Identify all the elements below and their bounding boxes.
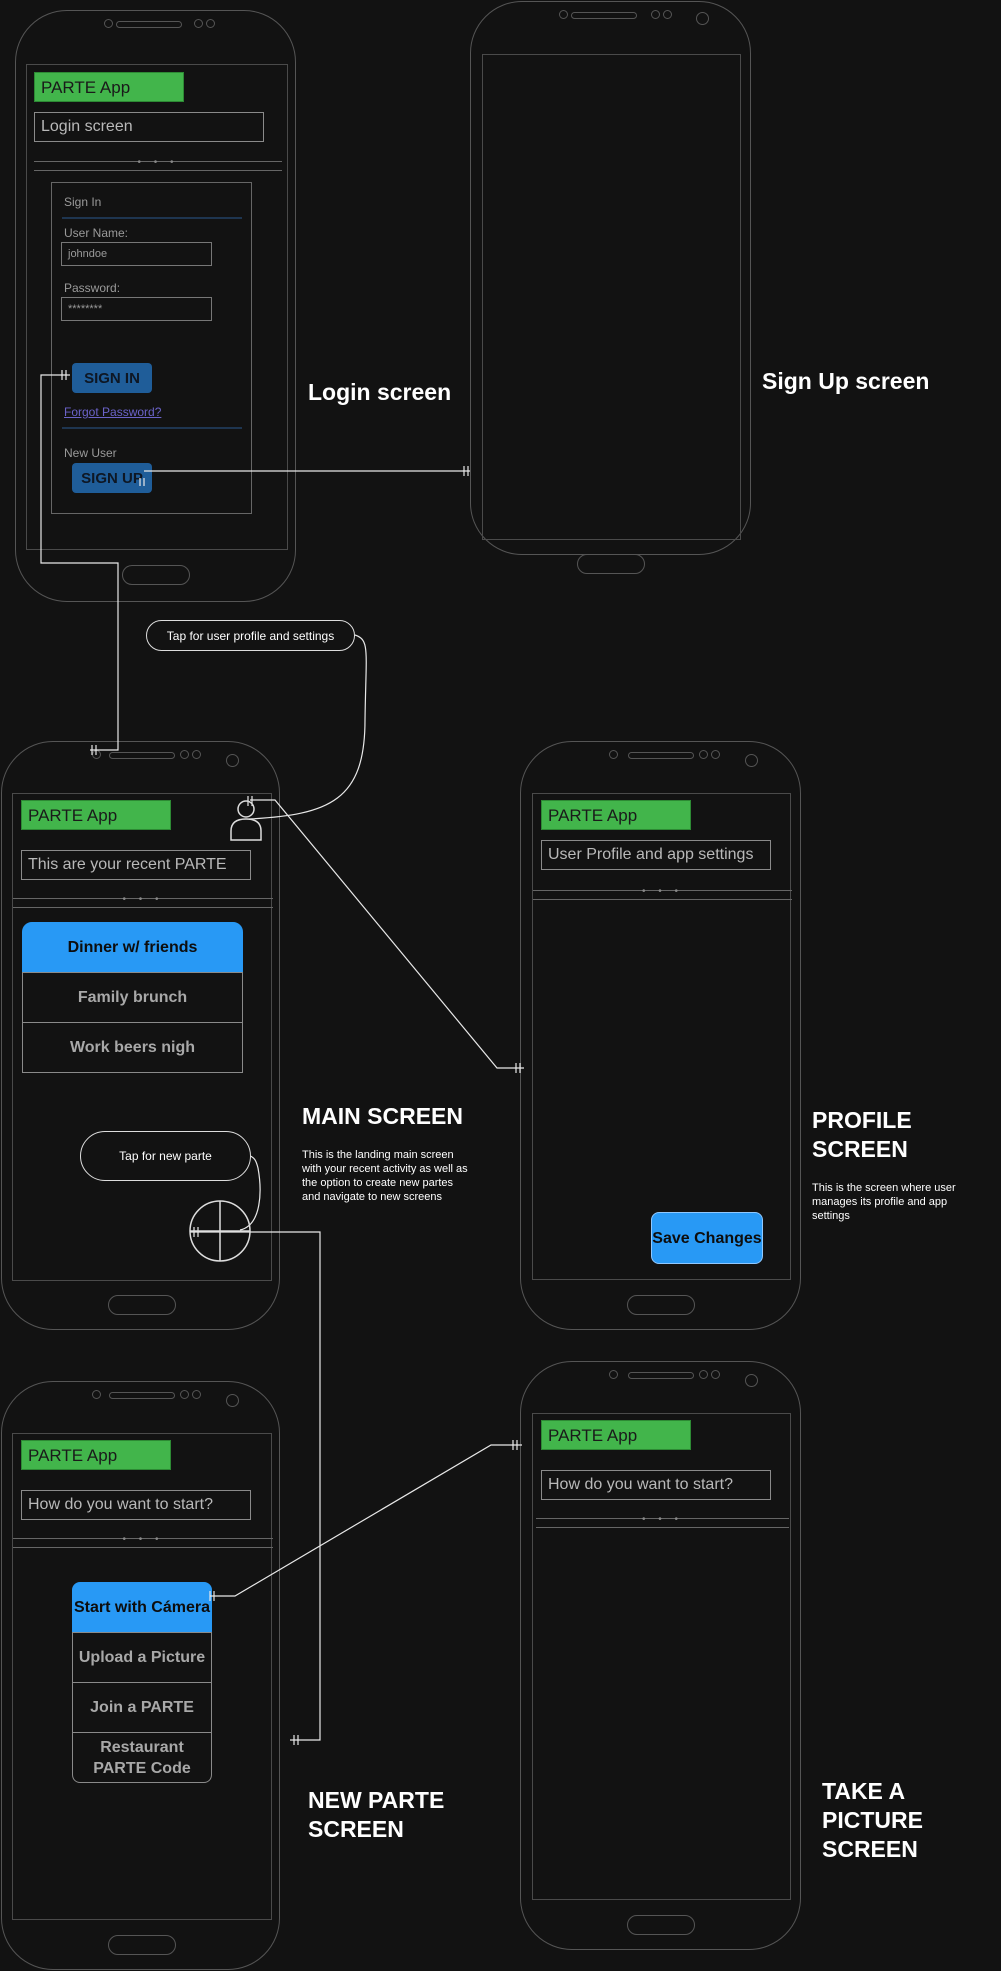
app-title-bar: PARTE App bbox=[21, 800, 171, 830]
sensor-dot bbox=[206, 19, 215, 28]
form-title: Sign In bbox=[64, 195, 102, 209]
sign-in-button[interactable]: SIGN IN bbox=[72, 363, 152, 393]
signup-phone bbox=[470, 1, 751, 574]
sensor-dot bbox=[711, 750, 720, 759]
password-input[interactable]: ******** bbox=[61, 297, 212, 321]
home-button bbox=[108, 1295, 176, 1315]
header-divider: • • • bbox=[13, 1534, 273, 1548]
main-caption: MAIN SCREEN bbox=[302, 1103, 464, 1129]
start-camera-button[interactable]: Start with Cámera bbox=[72, 1582, 212, 1633]
home-button bbox=[122, 565, 190, 585]
sensor-dot bbox=[699, 750, 708, 759]
home-button bbox=[108, 1935, 176, 1955]
speaker bbox=[628, 1372, 694, 1379]
take-picture-phone: PARTE App How do you want to start? • • … bbox=[520, 1361, 801, 1950]
main-phone: PARTE App This are your recent PARTE • •… bbox=[1, 741, 280, 1330]
main-screen: PARTE App This are your recent PARTE • •… bbox=[12, 793, 273, 1281]
username-label: User Name: bbox=[64, 226, 129, 240]
restaurant-code-button[interactable]: Restaurant PARTE Code bbox=[72, 1732, 212, 1783]
sensor-dot bbox=[699, 1370, 708, 1379]
speaker bbox=[109, 1392, 175, 1399]
camera-dot bbox=[226, 1394, 239, 1407]
screen-subtitle: This are your recent PARTE bbox=[21, 850, 251, 880]
new-parte-phone: PARTE App How do you want to start? • • … bbox=[1, 1381, 280, 1970]
new-parte-caption: NEW PARTE SCREEN bbox=[308, 1787, 445, 1842]
app-title-bar: PARTE App bbox=[541, 800, 691, 830]
header-divider: • • • bbox=[533, 886, 792, 900]
screen-subtitle: How do you want to start? bbox=[21, 1490, 251, 1520]
header-divider: • • • bbox=[34, 157, 282, 171]
new-parte-hint-bubble: Tap for new parte bbox=[80, 1131, 251, 1181]
app-title-bar: PARTE App bbox=[541, 1420, 691, 1450]
sensor-dot bbox=[92, 1390, 101, 1399]
username-input[interactable]: johndoe bbox=[61, 242, 212, 266]
sensor-dot bbox=[609, 1370, 618, 1379]
forgot-password-link[interactable]: Forgot Password? bbox=[64, 405, 162, 419]
sensor-dot bbox=[559, 10, 568, 19]
connector-main-profile bbox=[250, 799, 524, 1069]
speaker bbox=[116, 21, 182, 28]
sensor-dot bbox=[180, 1390, 189, 1399]
camera-dot bbox=[226, 754, 239, 767]
camera-dot bbox=[745, 754, 758, 767]
app-title-bar: PARTE App bbox=[34, 72, 184, 102]
signup-caption: Sign Up screen bbox=[762, 368, 930, 394]
form-separator bbox=[62, 217, 242, 219]
sensor-dot bbox=[651, 10, 660, 19]
profile-screen: PARTE App User Profile and app settings … bbox=[532, 793, 792, 1280]
camera-dot bbox=[696, 12, 709, 25]
take-picture-screen: PARTE App How do you want to start? • • … bbox=[532, 1413, 791, 1900]
password-label: Password: bbox=[64, 281, 121, 295]
profile-hint-bubble: Tap for user profile and settings bbox=[146, 620, 355, 651]
sign-up-button[interactable]: SIGN UP bbox=[72, 463, 152, 493]
sensor-dot bbox=[194, 19, 203, 28]
speaker bbox=[628, 752, 694, 759]
new-parte-screen: PARTE App How do you want to start? • • … bbox=[12, 1433, 273, 1920]
sensor-dot bbox=[180, 750, 189, 759]
home-button bbox=[627, 1295, 695, 1315]
main-description: This is the landing main screen with you… bbox=[302, 1149, 468, 1203]
sensor-dot bbox=[92, 750, 101, 759]
screen-subtitle: Login screen bbox=[34, 112, 264, 142]
signup-screen bbox=[482, 54, 741, 540]
upload-picture-button[interactable]: Upload a Picture bbox=[72, 1632, 212, 1683]
sensor-dot bbox=[104, 19, 113, 28]
sensor-dot bbox=[192, 750, 201, 759]
login-phone: PARTE App Login screen • • • Sign In Use… bbox=[15, 10, 296, 602]
login-screen: PARTE App Login screen • • • Sign In Use… bbox=[26, 64, 288, 550]
speaker bbox=[571, 12, 637, 19]
screen-subtitle: User Profile and app settings bbox=[541, 840, 771, 870]
user-icon[interactable] bbox=[228, 795, 264, 843]
parte-item[interactable]: Work beers nigh bbox=[22, 1022, 243, 1073]
home-button bbox=[577, 554, 645, 574]
parte-item[interactable]: Dinner w/ friends bbox=[22, 922, 243, 972]
sensor-dot bbox=[663, 10, 672, 19]
header-divider: • • • bbox=[13, 894, 273, 908]
join-parte-button[interactable]: Join a PARTE bbox=[72, 1682, 212, 1733]
profile-caption: PROFILE SCREEN bbox=[812, 1107, 912, 1162]
profile-phone: PARTE App User Profile and app settings … bbox=[520, 741, 801, 1330]
sensor-dot bbox=[192, 1390, 201, 1399]
save-changes-button[interactable]: Save Changes bbox=[651, 1212, 763, 1264]
app-title-bar: PARTE App bbox=[21, 1440, 171, 1470]
form-separator bbox=[62, 427, 242, 429]
parte-item[interactable]: Family brunch bbox=[22, 972, 243, 1023]
sensor-dot bbox=[711, 1370, 720, 1379]
speaker bbox=[109, 752, 175, 759]
plus-circle-icon[interactable] bbox=[188, 1199, 252, 1263]
take-picture-caption: TAKE A PICTURE SCREEN bbox=[822, 1778, 923, 1862]
header-divider: • • • bbox=[536, 1514, 789, 1528]
camera-dot bbox=[745, 1374, 758, 1387]
sensor-dot bbox=[609, 750, 618, 759]
new-user-label: New User bbox=[64, 446, 117, 460]
home-button bbox=[627, 1915, 695, 1935]
sign-in-form: Sign In User Name: johndoe Password: ***… bbox=[51, 182, 252, 514]
profile-description: This is the screen where user manages it… bbox=[812, 1182, 956, 1222]
login-caption: Login screen bbox=[308, 379, 452, 405]
screen-subtitle: How do you want to start? bbox=[541, 1470, 771, 1500]
